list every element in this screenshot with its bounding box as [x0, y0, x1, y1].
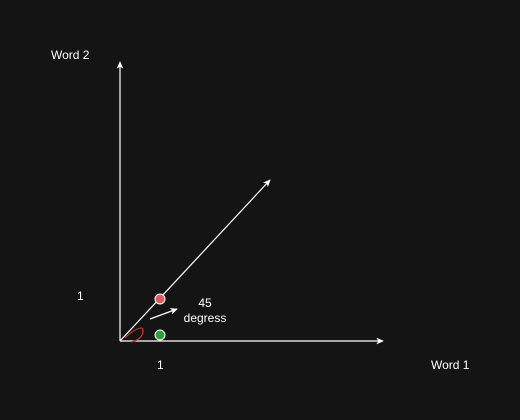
y-axis-label: Word 2: [51, 48, 90, 62]
angle-annotation-unit: degress: [184, 311, 227, 325]
angle-arc: [130, 327, 144, 343]
x-axis-label: Word 1: [431, 358, 470, 372]
diagonal-vector: [119, 179, 271, 342]
red-point: [154, 293, 166, 305]
x-tick-label: 1: [157, 358, 164, 372]
annotation-pointer-arrow: [149, 308, 178, 320]
angle-arc-tail: [124, 327, 143, 339]
green-point: [154, 329, 166, 341]
y-tick-label: 1: [77, 289, 84, 303]
angle-annotation-value: 45: [198, 296, 212, 310]
